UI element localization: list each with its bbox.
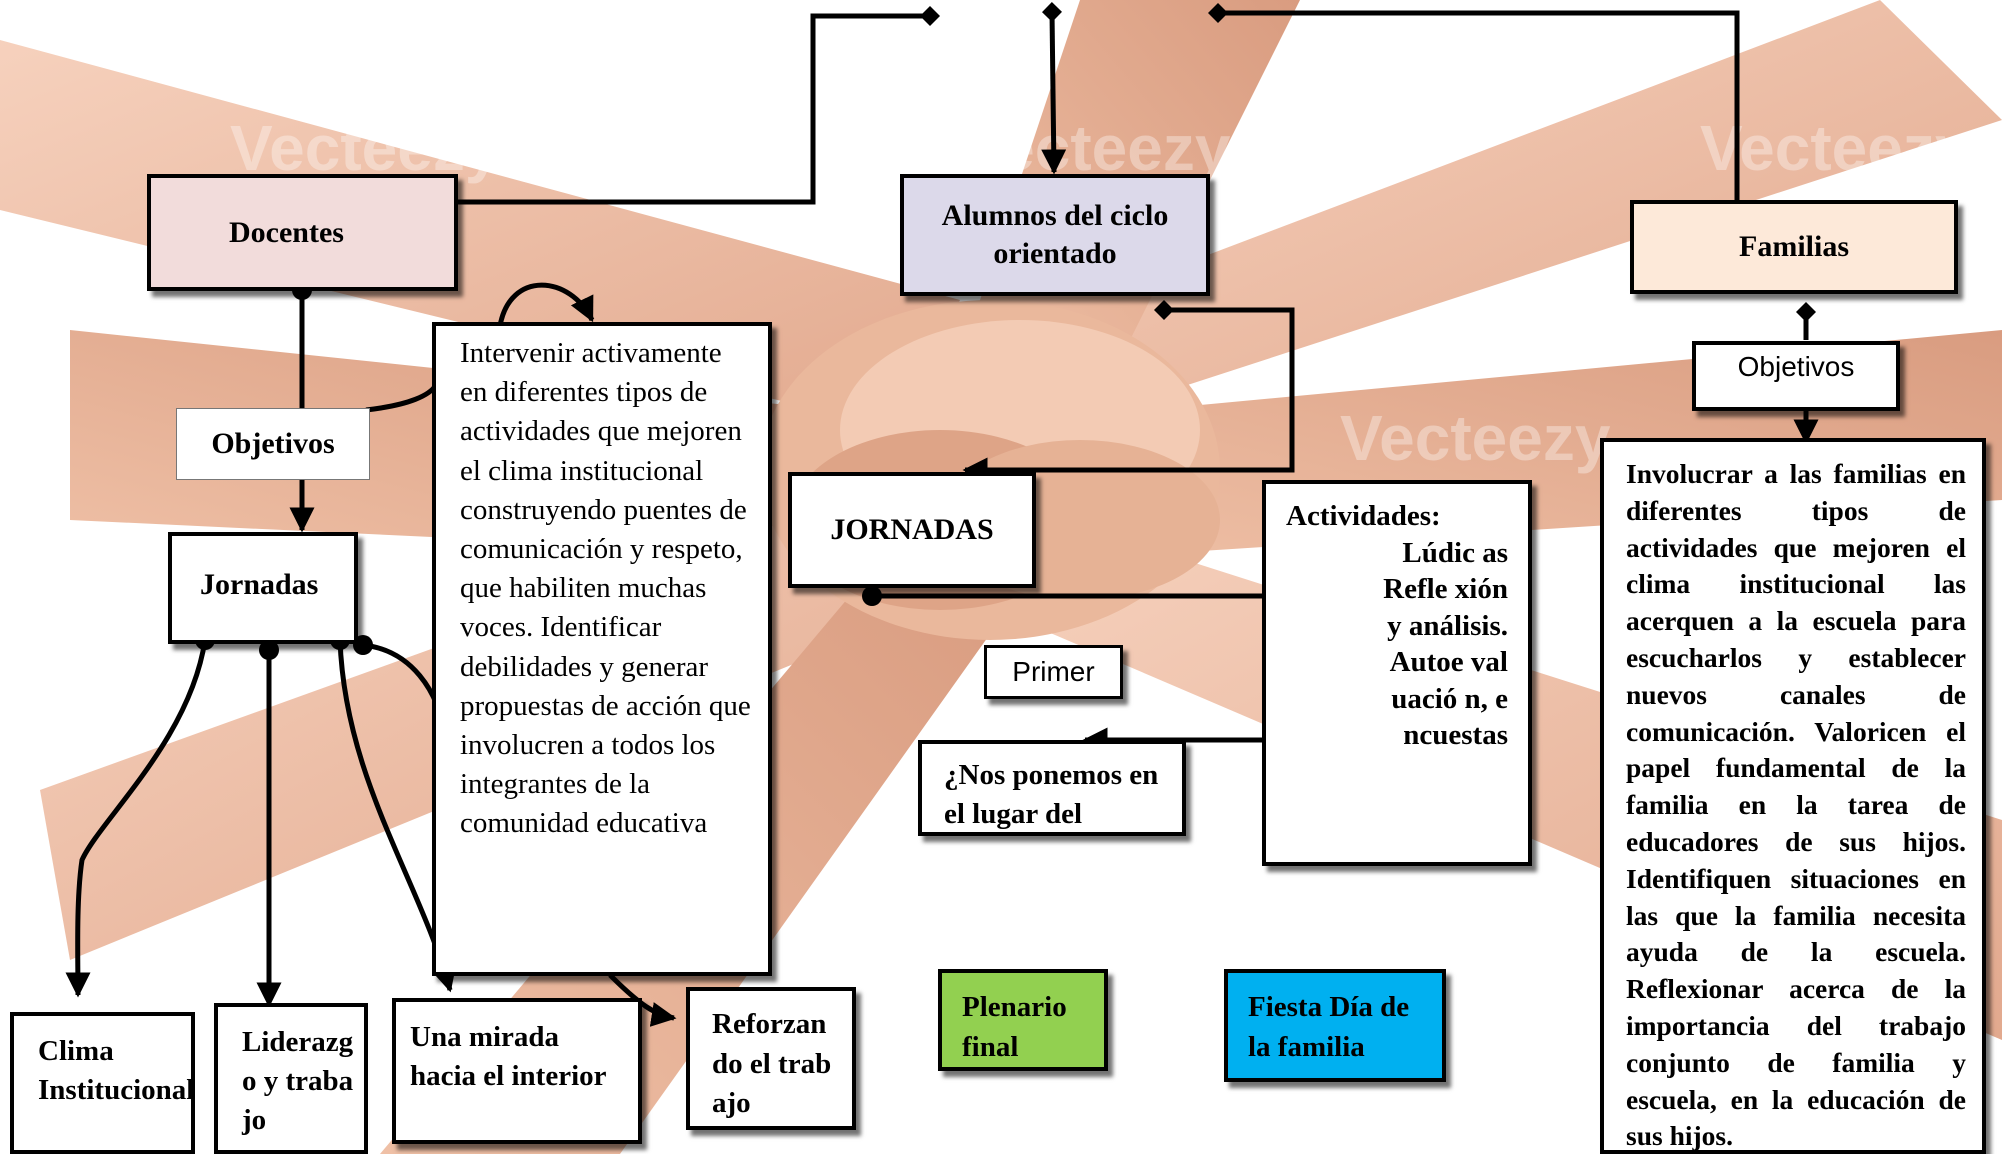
actividades-items: Lúdic as Refle xión y análisis. Autoe va… [1383, 536, 1508, 752]
connector-text-loop [497, 282, 595, 327]
connector-docentes-top [458, 6, 940, 205]
node-liderazgo: Liderazgo y trabajo [214, 1003, 368, 1154]
connector-to-clima [65, 630, 215, 998]
node-docentes-jornadas-label: Jornadas [200, 568, 319, 601]
node-jornadas-alumnos: JORNADAS [788, 472, 1036, 588]
familias-objectives-text: Involucrar a las familias en diferentes … [1626, 458, 1966, 1152]
node-familias-objetivos: Objetivos [1692, 341, 1900, 411]
node-nos-ponemos: ¿Nos ponemos en el lugar del [918, 740, 1186, 836]
node-familias-label: Familias [1739, 230, 1849, 263]
node-familias-objetivos-label: Objetivos [1737, 351, 1855, 382]
docentes-objectives-text: Intervenir activamente en diferentes tip… [460, 337, 751, 840]
node-actividades: Actividades: Lúdic as Refle xión y análi… [1262, 480, 1532, 866]
node-familias: Familias [1630, 200, 1958, 294]
node-mirada-label: Una mirada hacia el interior [410, 1021, 607, 1092]
node-reforzando-label: Reforzando el trabajo [712, 1008, 832, 1119]
connector-alumnos-jornadas [962, 300, 1295, 483]
node-primer-label: Primer [1012, 656, 1095, 687]
node-docentes: Docentes [147, 174, 458, 291]
node-mirada: Una mirada hacia el interior [392, 998, 642, 1144]
node-fiesta-label: Fiesta Día de la familia [1248, 991, 1410, 1063]
node-plenario-label: Plenario final [962, 991, 1067, 1063]
node-alumnos-label: Alumnos del ciclo orientado [941, 199, 1169, 270]
node-nos-ponemos-label: ¿Nos ponemos en el lugar del [944, 759, 1159, 830]
actividades-title: Actividades: [1286, 500, 1441, 532]
node-docentes-jornadas: Jornadas [168, 532, 358, 644]
node-docentes-objectives-text: Intervenir activamente en diferentes tip… [432, 322, 772, 976]
node-familias-objectives-text: Involucrar a las familias en diferentes … [1600, 438, 1986, 1154]
node-alumnos: Alumnos del ciclo orientado [900, 174, 1210, 296]
node-clima: Clima Institucional [10, 1012, 195, 1154]
node-liderazgo-label: Liderazgo y trabajo [242, 1026, 354, 1136]
node-docentes-objetivos: Objetivos [176, 408, 370, 480]
node-primer: Primer [984, 645, 1123, 699]
watermark-text: Vecteezy [1340, 402, 1611, 474]
watermark-text: Vecteezy [230, 112, 501, 184]
connector-top-alumnos [1041, 2, 1067, 175]
node-reforzando: Reforzando el trabajo [686, 987, 856, 1130]
connector-top-familias [1208, 3, 1740, 227]
node-clima-label: Clima Institucional [38, 1035, 195, 1106]
watermark-text: Vecteezy [1700, 112, 1971, 184]
connector-objetivos-text [365, 383, 439, 413]
node-fiesta: Fiesta Día de la familia [1224, 969, 1446, 1082]
node-docentes-objetivos-label: Objetivos [211, 427, 335, 460]
node-jornadas-alumnos-label: JORNADAS [830, 513, 994, 546]
node-docentes-label: Docentes [229, 215, 344, 249]
node-plenario: Plenario final [938, 969, 1108, 1071]
watermark-text: Vecteezy [960, 112, 1231, 184]
